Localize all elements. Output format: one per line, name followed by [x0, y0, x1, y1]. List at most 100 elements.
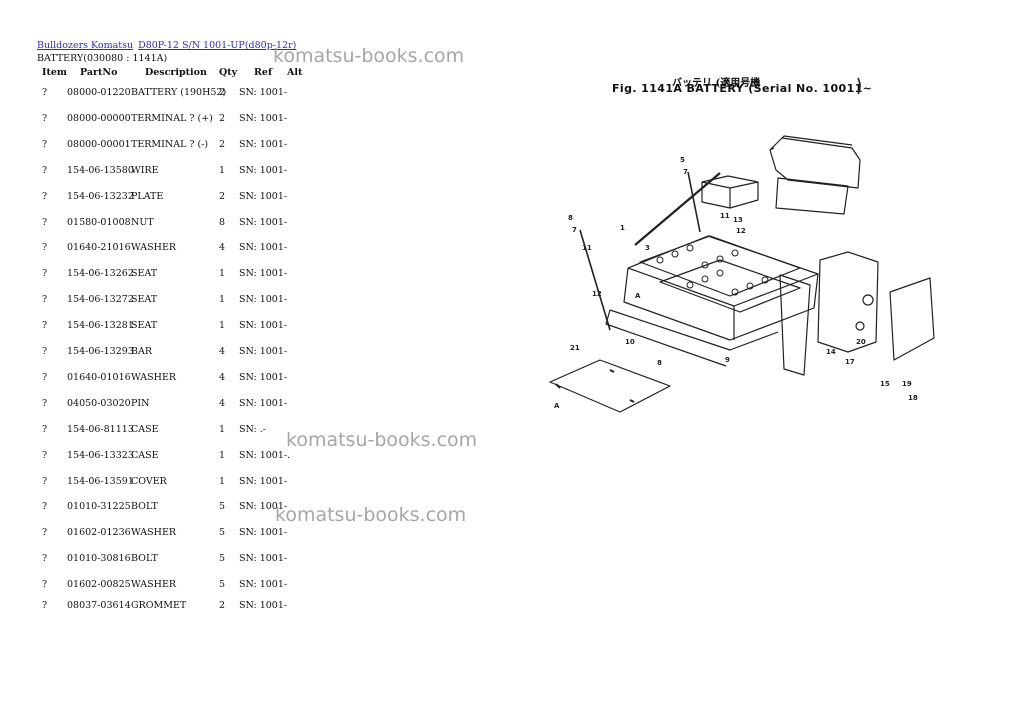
- row-description: CASE: [131, 424, 159, 435]
- row-description: TERMINAL ? (+): [131, 113, 213, 124]
- column-header-qty: Qty: [219, 67, 238, 78]
- breadcrumb-link-category[interactable]: Bulldozers Komatsu: [37, 40, 134, 51]
- row-description: SEAT: [131, 320, 158, 331]
- row-ref: SN: 1001-: [239, 553, 288, 564]
- callout-label: 8: [568, 214, 573, 222]
- callout-label: 12: [736, 227, 746, 235]
- side-case-bolt-shape: [862, 294, 874, 306]
- row-ref: SN: 1001-: [239, 600, 288, 611]
- row-partno: 154-06-13580: [67, 165, 134, 176]
- watermark: komatsu-books.com: [273, 45, 465, 67]
- row-description: SEAT: [131, 268, 158, 279]
- row-item: ?: [42, 501, 48, 512]
- callout-label: 19: [902, 380, 912, 388]
- row-partno: 154-06-13262: [67, 268, 134, 279]
- watermark: komatsu-books.com: [286, 429, 478, 451]
- row-qty: 1: [219, 165, 226, 176]
- row-partno: 08000-01220: [67, 87, 131, 98]
- row-ref: SN: 1001-.: [239, 450, 291, 461]
- row-item: ?: [42, 191, 48, 202]
- row-qty: 2: [219, 87, 226, 98]
- row-ref: SN: 1001-: [239, 268, 288, 279]
- callout-label: 13: [733, 216, 743, 224]
- row-ref: SN: 1001-: [239, 294, 288, 305]
- row-partno: 154-06-13272: [67, 294, 134, 305]
- callout-label: 1: [620, 224, 625, 232]
- row-item: ?: [42, 600, 48, 611]
- figure-title: Fig. 1141A BATTERY (Serial No. 10011~: [612, 82, 873, 95]
- battery-1-shape: [639, 235, 801, 297]
- wire-rod-shape: [634, 172, 721, 246]
- row-item: ?: [42, 553, 48, 564]
- seat-back-shape: [775, 177, 849, 215]
- row-ref: SN: 1001-: [239, 139, 288, 150]
- row-partno: 154-06-13232: [67, 191, 134, 202]
- breadcrumb-link-model[interactable]: D80P-12 S/N 1001-UP(d80p-12r): [138, 40, 297, 51]
- row-item: ?: [42, 372, 48, 383]
- base-frame-lower-shape: [605, 309, 727, 367]
- bar-rod-2-shape: [687, 171, 701, 233]
- battery-case-shape: [623, 235, 819, 341]
- row-qty: 4: [219, 398, 226, 409]
- row-item: ?: [42, 320, 48, 331]
- callout-label: 17: [845, 358, 855, 366]
- row-item: ?: [42, 450, 48, 461]
- row-qty: 4: [219, 242, 226, 253]
- bar-rod-shape: [579, 229, 611, 331]
- row-partno: 08000-00000: [67, 113, 131, 124]
- row-ref: SN: 1001-: [239, 113, 288, 124]
- callouts-group: 5 7 13 12 11 8 7 11 1 3 12 A 21 10 8 9 A…: [554, 156, 918, 410]
- callout-label: 5: [680, 156, 685, 164]
- callout-label: 8: [657, 359, 662, 367]
- callout-label: 3: [645, 244, 650, 252]
- figure-title-japanese: バッテリ (適用号機: [672, 78, 761, 89]
- row-description: WASHER: [131, 527, 177, 538]
- row-description: NUT: [131, 217, 154, 228]
- row-partno: 01602-00825: [67, 579, 131, 590]
- row-description: TERMINAL ? (-): [131, 139, 209, 150]
- row-ref: SN: 1001-: [239, 242, 288, 253]
- watermark: komatsu-books.com: [275, 504, 467, 526]
- row-ref: SN: 1001-: [239, 372, 288, 383]
- row-item: ?: [42, 294, 48, 305]
- row-qty: 5: [219, 553, 226, 564]
- callout-label: 7: [683, 168, 688, 176]
- row-partno: 08037-03614: [67, 600, 131, 611]
- row-partno: 01010-31225: [67, 501, 131, 512]
- row-item: ?: [42, 242, 48, 253]
- row-ref: SN: 1001-: [239, 191, 288, 202]
- column-header-alt: Alt: [287, 67, 303, 78]
- row-ref: SN: .-: [239, 424, 266, 435]
- row-qty: 1: [219, 294, 226, 305]
- callout-label: 9: [725, 356, 730, 364]
- callout-label: 11: [582, 244, 592, 252]
- column-header-item: Item: [42, 67, 67, 78]
- callout-label: A: [635, 292, 641, 300]
- row-description: BOLT: [131, 501, 158, 512]
- row-description: BATTERY (190H52): [131, 87, 227, 98]
- row-item: ?: [42, 87, 48, 98]
- callout-label: 7: [572, 226, 577, 234]
- side-case-bolt-shape: [855, 321, 865, 331]
- row-description: BAR: [131, 346, 152, 357]
- row-ref: SN: 1001-: [239, 320, 288, 331]
- column-header-description: Description: [145, 67, 207, 78]
- row-ref: SN: 1001-: [239, 87, 288, 98]
- row-partno: 01602-01236: [67, 527, 131, 538]
- row-description: WASHER: [131, 579, 177, 590]
- callout-label: 15: [880, 380, 890, 388]
- row-partno: 01640-01016: [67, 372, 131, 383]
- row-qty: 8: [219, 217, 226, 228]
- seat-edge-shape: [769, 135, 853, 151]
- row-description: WASHER: [131, 372, 177, 383]
- column-header-ref: Ref: [254, 67, 273, 78]
- row-partno: 01640-21016: [67, 242, 131, 253]
- callout-label: 12: [592, 290, 602, 298]
- row-description: CASE: [131, 450, 159, 461]
- row-partno: 01010-30816: [67, 553, 131, 564]
- row-description: SEAT: [131, 294, 158, 305]
- base-frame-shape: [609, 309, 779, 351]
- battery-exploded-diagram: 5 7 13 12 11 8 7 11 1 3 12 A 21 10 8 9 A…: [549, 77, 935, 413]
- row-item: ?: [42, 139, 48, 150]
- row-description: GROMMET: [131, 600, 187, 611]
